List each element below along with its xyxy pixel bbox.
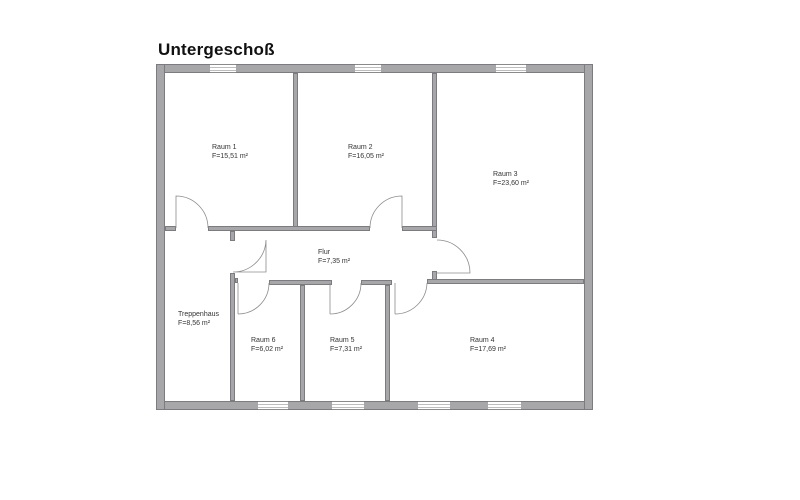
room-raum6: Raum 6 F=6,02 m² (251, 336, 283, 354)
wall-raum2-bottom-b (402, 226, 437, 231)
door-raum3 (436, 239, 471, 274)
door-raum2 (369, 195, 403, 229)
room-name: Raum 4 (470, 337, 495, 344)
wall-treppenhaus-stub (235, 278, 238, 283)
room-treppenhaus: Treppenhaus F=8,56 m² (178, 310, 219, 328)
room-raum1: Raum 1 F=15,51 m² (212, 143, 248, 161)
room-area: F=23,60 m² (493, 180, 529, 187)
room-name: Treppenhaus (178, 311, 219, 318)
door-raum1 (175, 195, 209, 229)
room-area: F=17,69 m² (470, 346, 506, 353)
window-bottom-raum4b (488, 401, 521, 410)
window-top-raum1 (210, 64, 236, 73)
wall-raum2-raum3 (432, 73, 437, 238)
room-raum4: Raum 4 F=17,69 m² (470, 336, 506, 354)
room-name: Raum 6 (251, 337, 276, 344)
door-raum4 (394, 282, 428, 315)
outer-wall-left (156, 64, 165, 410)
room-raum5: Raum 5 F=7,31 m² (330, 336, 362, 354)
wall-flur-bottom-b (361, 280, 392, 285)
room-area: F=7,31 m² (330, 346, 363, 353)
room-area: F=16,05 m² (348, 153, 384, 160)
wall-raum1-raum2 (293, 73, 298, 228)
room-name: Flur (318, 249, 331, 256)
wall-raum6-raum5 (300, 285, 305, 401)
window-top-raum3 (496, 64, 526, 73)
outer-wall-bottom (156, 401, 593, 410)
window-bottom-raum6 (258, 401, 288, 410)
room-name: Raum 2 (348, 144, 373, 151)
wall-flur-right-stub (432, 271, 437, 281)
room-raum3: Raum 3 F=23,60 m² (493, 170, 529, 188)
wall-raum1-bottom-a (165, 226, 176, 231)
outer-wall-right (584, 64, 593, 410)
wall-raum5-raum4 (385, 285, 390, 401)
door-treppenhaus (232, 239, 267, 273)
room-name: Raum 1 (212, 144, 237, 151)
room-area: F=15,51 m² (212, 153, 248, 160)
room-area: F=7,35 m² (318, 258, 351, 265)
room-name: Raum 5 (330, 337, 355, 344)
room-name: Raum 3 (493, 171, 518, 178)
wall-raum3-raum4 (427, 279, 584, 284)
wall-flur-left-stub (230, 231, 235, 241)
room-area: F=8,56 m² (178, 320, 211, 327)
room-raum2: Raum 2 F=16,05 m² (348, 143, 384, 161)
window-bottom-raum5 (332, 401, 364, 410)
window-bottom-raum4a (418, 401, 450, 410)
wall-flur-bottom-a (269, 280, 332, 285)
wall-treppenhaus-raum6 (230, 273, 235, 401)
floor-title: Untergeschoß (158, 40, 275, 59)
door-raum6 (237, 282, 270, 315)
room-flur: Flur F=7,35 m² (318, 248, 350, 266)
room-area: F=6,02 m² (251, 346, 284, 353)
window-top-raum2 (355, 64, 381, 73)
wall-raum1-bottom-b (208, 226, 370, 231)
door-raum5 (329, 282, 362, 315)
